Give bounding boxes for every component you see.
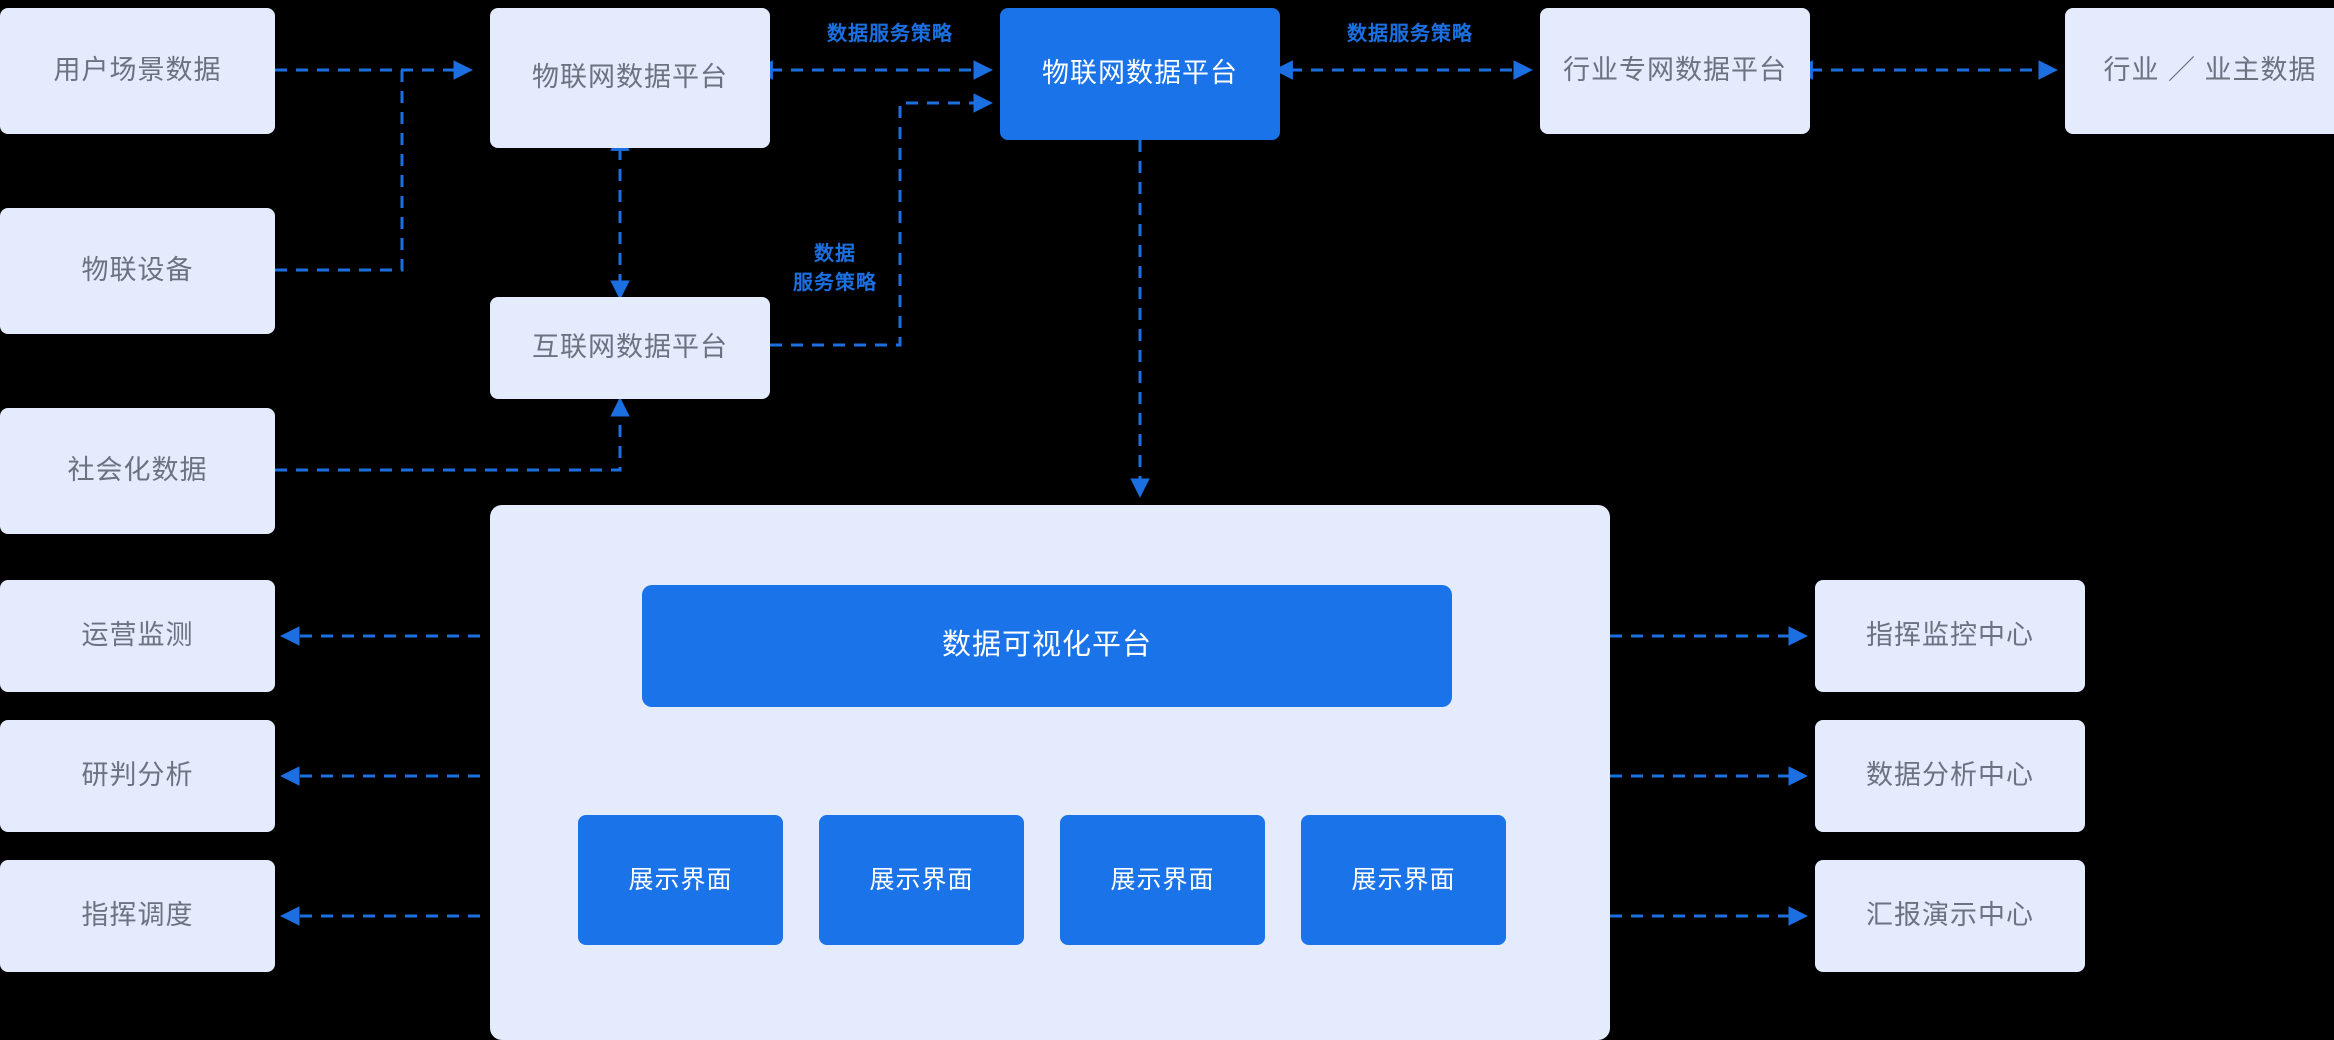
edge-label-data-service-policy-1: 数据服务策略 xyxy=(790,20,990,49)
node-label: 物联设备 xyxy=(81,255,194,286)
node-command-dispatch[interactable]: 指挥调度 xyxy=(0,860,275,972)
node-label: 展示界面 xyxy=(628,865,733,894)
node-user-scene-data[interactable]: 用户场景数据 xyxy=(0,8,275,134)
edge-label-text-line1: 数据 xyxy=(814,243,856,265)
node-label: 互联网数据平台 xyxy=(532,332,728,363)
node-label: 物联网数据平台 xyxy=(532,62,728,93)
node-industry-private-data-platform[interactable]: 行业专网数据平台 xyxy=(1540,8,1810,134)
edge-internet-to-iot-center xyxy=(770,93,993,347)
node-social-data[interactable]: 社会化数据 xyxy=(0,408,275,534)
node-industry-owner-data[interactable]: 行业 ／ 业主数据 xyxy=(2065,8,2334,134)
edge-iot-device-to-iot-platform xyxy=(275,70,404,272)
node-display-screen-4[interactable]: 展示界面 xyxy=(1301,815,1506,945)
node-report-presentation-center[interactable]: 汇报演示中心 xyxy=(1815,860,2085,972)
node-display-screen-3[interactable]: 展示界面 xyxy=(1060,815,1265,945)
node-label: 展示界面 xyxy=(1110,865,1215,894)
node-label: 展示界面 xyxy=(1351,865,1456,894)
node-label: 指挥监控中心 xyxy=(1866,620,2034,651)
node-analysis-judgement[interactable]: 研判分析 xyxy=(0,720,275,832)
node-label: 研判分析 xyxy=(81,760,194,791)
node-internet-data-platform[interactable]: 互联网数据平台 xyxy=(490,297,770,399)
visualization-panel: 数据可视化平台 展示界面 展示界面 展示界面 展示界面 xyxy=(490,505,1610,1040)
node-label: 用户场景数据 xyxy=(53,55,222,86)
node-label: 社会化数据 xyxy=(67,455,208,486)
edge-label-text: 数据服务策略 xyxy=(1347,23,1473,45)
node-label: 展示界面 xyxy=(869,865,974,894)
edge-social-data-to-internet-platform xyxy=(275,397,630,472)
node-label: 行业 ／ 业主数据 xyxy=(2103,55,2317,86)
node-data-visualization-platform[interactable]: 数据可视化平台 xyxy=(642,585,1452,707)
node-command-monitoring-center[interactable]: 指挥监控中心 xyxy=(1815,580,2085,692)
edge-label-text: 数据服务策略 xyxy=(827,23,953,45)
node-label: 运营监测 xyxy=(81,620,194,651)
node-label: 物联网数据平台 xyxy=(1042,58,1238,89)
node-data-analysis-center[interactable]: 数据分析中心 xyxy=(1815,720,2085,832)
node-label: 指挥调度 xyxy=(81,900,194,931)
node-iot-data-platform-center[interactable]: 物联网数据平台 xyxy=(1000,8,1280,140)
node-iot-data-platform-left[interactable]: 物联网数据平台 xyxy=(490,8,770,148)
edge-label-data-service-policy-vertical: 数据 服务策略 xyxy=(770,240,900,298)
node-label: 汇报演示中心 xyxy=(1866,900,2034,931)
edge-label-data-service-policy-2: 数据服务策略 xyxy=(1310,20,1510,49)
node-display-screen-2[interactable]: 展示界面 xyxy=(819,815,1024,945)
node-iot-device[interactable]: 物联设备 xyxy=(0,208,275,334)
node-display-screen-1[interactable]: 展示界面 xyxy=(578,815,783,945)
node-label: 数据分析中心 xyxy=(1866,760,2034,791)
node-operation-monitoring[interactable]: 运营监测 xyxy=(0,580,275,692)
edge-label-text-line2: 服务策略 xyxy=(793,272,877,294)
node-label: 数据可视化平台 xyxy=(941,629,1152,662)
node-label: 行业专网数据平台 xyxy=(1563,55,1787,86)
